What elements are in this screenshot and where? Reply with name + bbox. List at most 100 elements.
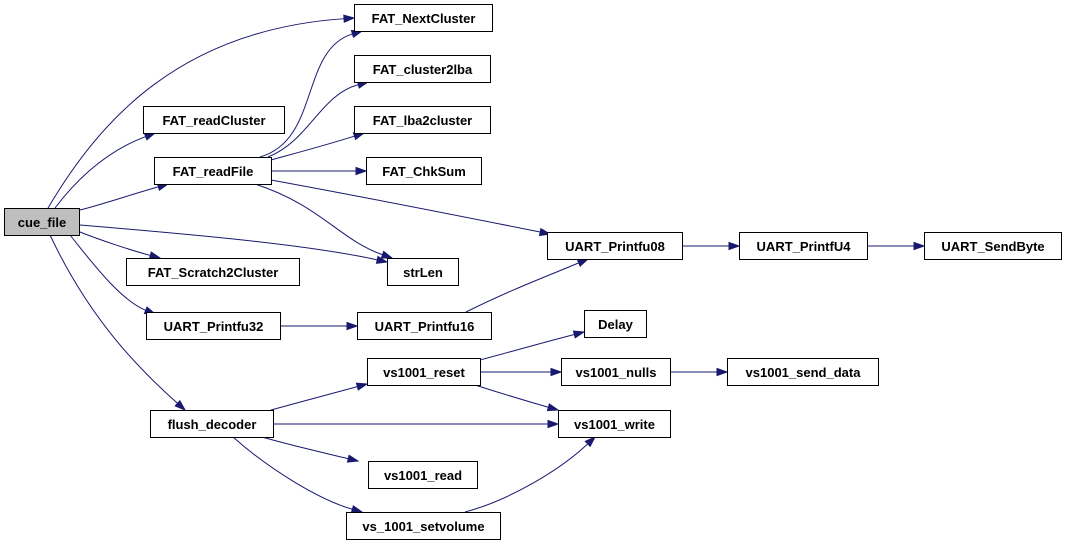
node-vs1001_nulls[interactable]: vs1001_nulls: [561, 358, 671, 386]
edge-FAT_readFile-to-strLen: [254, 183, 394, 259]
node-box[interactable]: [727, 358, 879, 386]
node-box[interactable]: [150, 410, 274, 438]
node-box[interactable]: [561, 358, 671, 386]
node-label: flush_decoder: [168, 417, 257, 432]
edge-cue_file-to-FAT_readCluster: [54, 132, 157, 209]
edge-line: [232, 436, 353, 510]
edge-line: [259, 33, 353, 158]
arrowhead-icon: [350, 505, 364, 514]
node-box[interactable]: [354, 55, 491, 83]
node-vs_1001_setvolume[interactable]: vs_1001_setvolume: [346, 512, 501, 540]
node-box[interactable]: [154, 157, 272, 185]
node-cue_file[interactable]: cue_file: [4, 208, 80, 236]
node-FAT_ChkSum[interactable]: FAT_ChkSum: [366, 157, 482, 185]
edge-UART_Printfu32-to-UART_Printfu16: [280, 321, 359, 331]
edge-line: [79, 186, 159, 211]
node-box[interactable]: [584, 310, 647, 338]
edge-flush_decoder-to-vs_1001_setvolume: [232, 436, 364, 514]
node-label: FAT_readFile: [173, 164, 254, 179]
node-box[interactable]: [924, 232, 1062, 260]
node-flush_decoder[interactable]: flush_decoder: [150, 410, 274, 438]
node-box[interactable]: [558, 410, 671, 438]
node-label: UART_SendByte: [941, 239, 1044, 254]
node-label: strLen: [403, 265, 443, 280]
arrowhead-icon: [375, 255, 389, 264]
node-vs1001_reset[interactable]: vs1001_reset: [367, 358, 481, 386]
node-box[interactable]: [146, 312, 281, 340]
edge-UART_Printfu08-to-UART_PrintfU4: [681, 241, 741, 251]
arrowhead-icon: [550, 367, 563, 377]
node-label: FAT_NextCluster: [372, 11, 476, 26]
node-UART_PrintfU4[interactable]: UART_PrintfU4: [739, 232, 868, 260]
node-label: UART_PrintfU4: [757, 239, 852, 254]
arrowhead-icon: [174, 399, 187, 412]
edge-vs_1001_setvolume-to-vs1001_write: [464, 435, 597, 513]
edge-line: [47, 18, 345, 209]
node-label: FAT_cluster2lba: [373, 62, 473, 77]
arrowhead-icon: [546, 403, 560, 412]
node-FAT_Scratch2Cluster[interactable]: FAT_Scratch2Cluster: [126, 258, 300, 286]
edge-FAT_readFile-to-FAT_NextCluster: [259, 30, 364, 158]
edge-cue_file-to-strLen: [79, 224, 389, 264]
edge-line: [270, 386, 358, 411]
node-box[interactable]: [143, 106, 285, 134]
node-label: FAT_ChkSum: [382, 164, 466, 179]
edge-line: [54, 136, 146, 209]
edge-line: [254, 183, 383, 256]
edge-flush_decoder-to-vs1001_reset: [270, 382, 369, 411]
edge-UART_PrintfU4-to-UART_SendByte: [866, 241, 926, 251]
edge-line: [79, 224, 378, 261]
arrowhead-icon: [584, 435, 597, 448]
node-UART_SendByte[interactable]: UART_SendByte: [924, 232, 1062, 260]
edge-FAT_readFile-to-FAT_ChkSum: [270, 166, 368, 176]
node-label: FAT_lba2cluster: [373, 113, 472, 128]
node-vs1001_write[interactable]: vs1001_write: [558, 410, 671, 438]
node-label: FAT_readCluster: [162, 113, 265, 128]
node-FAT_cluster2lba[interactable]: FAT_cluster2lba: [354, 55, 491, 83]
node-box[interactable]: [366, 157, 482, 185]
node-box[interactable]: [739, 232, 868, 260]
node-vs1001_read[interactable]: vs1001_read: [368, 461, 478, 489]
arrowhead-icon: [355, 166, 368, 176]
node-label: UART_Printfu08: [565, 239, 665, 254]
edges-layer: [47, 14, 926, 514]
node-FAT_lba2cluster[interactable]: FAT_lba2cluster: [354, 106, 491, 134]
node-UART_Printfu32[interactable]: UART_Printfu32: [146, 312, 281, 340]
node-FAT_readFile[interactable]: FAT_readFile: [154, 157, 272, 185]
node-box[interactable]: [4, 208, 80, 236]
node-Delay[interactable]: Delay: [584, 310, 647, 338]
node-box[interactable]: [354, 4, 493, 32]
node-box[interactable]: [368, 461, 478, 489]
node-strLen[interactable]: strLen: [387, 258, 459, 286]
arrowhead-icon: [355, 382, 369, 391]
edge-line: [479, 333, 575, 361]
edge-line: [267, 84, 359, 158]
edge-line: [270, 135, 355, 161]
edge-line: [261, 436, 349, 460]
edge-flush_decoder-to-vs1001_read: [261, 436, 360, 463]
node-box[interactable]: [387, 258, 459, 286]
node-FAT_NextCluster[interactable]: FAT_NextCluster: [354, 4, 493, 32]
arrowhead-icon: [576, 258, 590, 267]
node-label: UART_Printfu32: [164, 319, 264, 334]
node-box[interactable]: [354, 106, 491, 134]
arrowhead-icon: [143, 132, 157, 141]
node-label: vs1001_reset: [383, 365, 465, 380]
node-UART_Printfu08[interactable]: UART_Printfu08: [547, 232, 683, 260]
edge-cue_file-to-FAT_readFile: [79, 182, 170, 211]
arrowhead-icon: [728, 241, 741, 251]
node-FAT_readCluster[interactable]: FAT_readCluster: [143, 106, 285, 134]
node-box[interactable]: [547, 232, 683, 260]
node-box[interactable]: [367, 358, 481, 386]
node-vs1001_send_data[interactable]: vs1001_send_data: [727, 358, 879, 386]
arrowhead-icon: [343, 14, 356, 23]
node-box[interactable]: [357, 312, 492, 340]
edge-line: [69, 234, 146, 311]
node-box[interactable]: [346, 512, 501, 540]
edge-flush_decoder-to-vs1001_write: [273, 419, 560, 429]
arrowhead-icon: [346, 321, 359, 331]
edge-FAT_readFile-to-FAT_lba2cluster: [270, 132, 366, 161]
node-UART_Printfu16[interactable]: UART_Printfu16: [357, 312, 492, 340]
arrowhead-icon: [716, 367, 729, 377]
node-box[interactable]: [126, 258, 300, 286]
